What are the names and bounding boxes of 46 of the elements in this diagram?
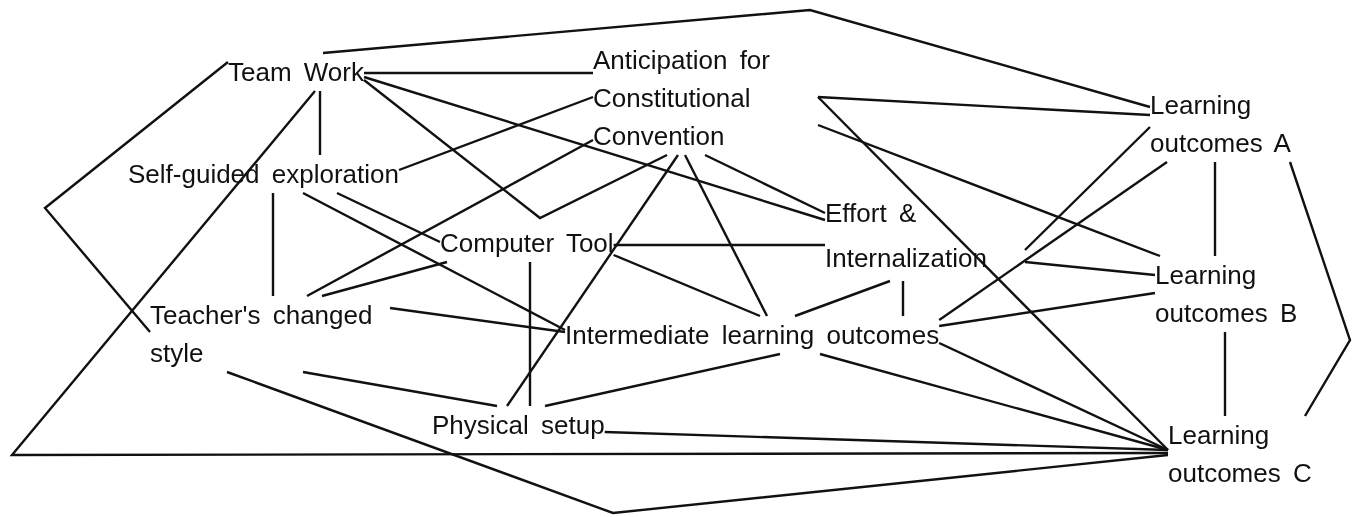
connector-line: [363, 75, 826, 222]
connector-line: [1024, 126, 1151, 251]
connector-line: [321, 260, 448, 298]
connector-line: [613, 253, 761, 318]
connector-line: [302, 370, 498, 408]
connector-line: [506, 154, 679, 407]
connector-line: [1213, 162, 1217, 256]
connector-line: [704, 153, 826, 215]
connector-line: [817, 95, 1151, 117]
connector-line: [939, 291, 1156, 328]
concept-label: Computer Tool: [440, 224, 614, 262]
connector-line: [318, 91, 322, 155]
concept-label: Intermediate learning outcomes: [565, 316, 940, 354]
connector-line: [817, 123, 1161, 258]
connector-line: [306, 138, 594, 298]
connector-line: [364, 71, 593, 75]
concept-label: Anticipation for Constitutional Convention: [593, 41, 818, 155]
connector-line: [1288, 161, 1352, 417]
connector-line: [43, 61, 229, 333]
connector-line: [528, 262, 532, 406]
connector-line: [794, 279, 891, 318]
connector-line: [1024, 260, 1156, 277]
connector-line: [322, 8, 1151, 109]
connector-line: [363, 79, 668, 220]
connector-line: [389, 306, 566, 334]
connector-line: [613, 243, 825, 247]
connector-line: [544, 352, 781, 408]
connector-line: [1223, 332, 1227, 416]
connector-line: [226, 370, 1169, 515]
concept-label: Team Work: [228, 53, 364, 91]
connector-line: [901, 281, 905, 316]
connector-line: [398, 95, 594, 172]
connector-line: [683, 154, 769, 317]
connector-line: [336, 191, 441, 244]
connector-line: [302, 191, 566, 332]
connector-line: [271, 193, 275, 296]
concept-label: Teacher's changed style: [150, 296, 390, 372]
concept-label: Learning outcomes B: [1155, 256, 1315, 332]
connector-line: [819, 352, 1169, 452]
connector-line: [817, 96, 1169, 451]
connector-line: [938, 161, 1168, 321]
connector-line: [938, 341, 1169, 452]
concept-label: Physical setup: [432, 406, 605, 444]
concept-label: Learning outcomes C: [1168, 416, 1333, 492]
connector-line: [9, 90, 1168, 457]
concept-label: Learning outcomes A: [1150, 86, 1310, 162]
